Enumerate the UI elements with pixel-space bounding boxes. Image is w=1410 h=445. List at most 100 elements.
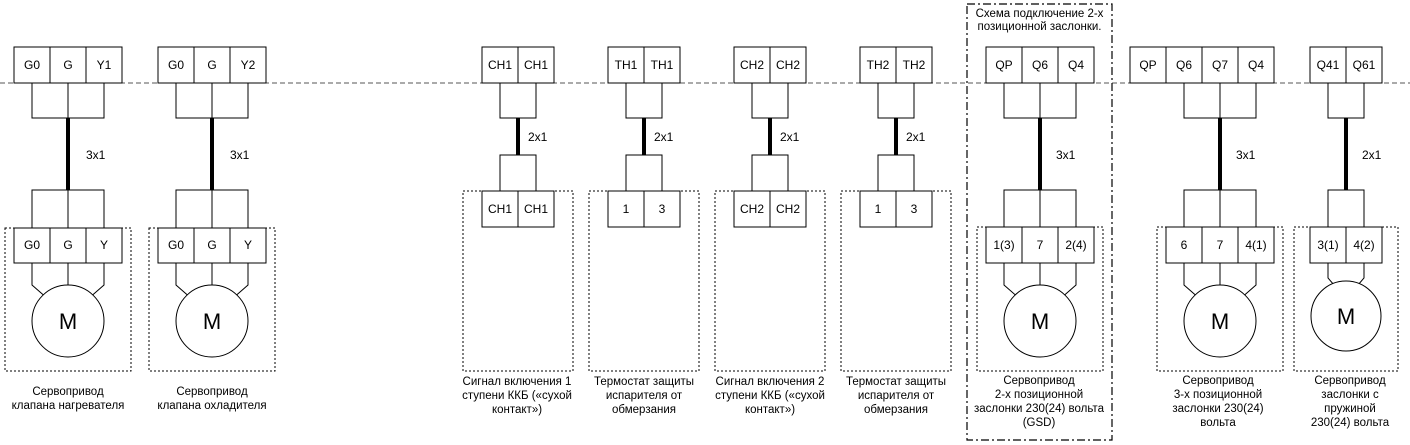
d2-motor	[1003, 284, 1077, 358]
d3-motor	[1183, 284, 1257, 358]
ckb1-bottom-terminal-2: CH1	[524, 202, 548, 216]
d3-top-terminal-2: Q6	[1176, 58, 1192, 72]
ds-top-terminal-2: Q61	[1353, 58, 1376, 72]
ckb2-cable-label: 2x1	[780, 130, 800, 144]
damper-2pos-block: QP Q6 Q4 3x1 1(3) 7 2(4) M Сервопривод 2…	[974, 46, 1105, 429]
d3-motor-label: M	[1211, 309, 1229, 334]
heater-bottom-terminal-2: G	[63, 238, 72, 252]
damper-3pos-block: QP Q6 Q7 Q4 3x1 6 7 4(1) M Сервопривод 3…	[1129, 46, 1284, 429]
th1-top-terminal-2: TH1	[651, 58, 674, 72]
thermostat-2-block: TH2 TH2 2x1 1 3 Термостат защиты испарит…	[840, 46, 952, 416]
d3-actuator-frame	[1156, 226, 1284, 372]
heater-top-terminal-2: G	[63, 58, 72, 72]
cooler-actuator-frame	[148, 227, 276, 372]
d3-top-terminal-1: QP	[1139, 58, 1156, 72]
heater-top-terminal-1: G0	[24, 58, 40, 72]
ds-cable-label: 2x1	[1362, 148, 1382, 162]
ckb1-device-frame	[462, 190, 574, 372]
d3-caption-4: вольта	[1200, 417, 1236, 429]
d2-bottom-terminal-3: 2(4)	[1065, 238, 1086, 252]
ds-bottom-terminal-1: 3(1)	[1317, 238, 1338, 252]
d2-top-terminal-3: Q4	[1068, 58, 1084, 72]
ckb1-caption-1: Сигнал включения 1	[463, 376, 572, 388]
ckb2-top-terminal-1: CH2	[740, 58, 764, 72]
ds-caption-1: Сервопривод	[1314, 375, 1386, 387]
ds-caption-3: пружиной	[1324, 403, 1376, 415]
cooler-caption-1: Сервопривод	[176, 386, 248, 398]
th1-device-frame	[588, 190, 700, 372]
d3-bottom-terminal-2: 7	[1217, 238, 1224, 252]
d3-caption-2: 3-х позиционной	[1174, 389, 1262, 401]
cooler-bottom-terminal-1: G0	[168, 238, 184, 252]
ckb2-caption-2: ступени ККБ («сухой	[715, 390, 825, 402]
th1-top-terminal-1: TH1	[615, 58, 638, 72]
d3-bottom-terminal-3: 4(1)	[1245, 238, 1266, 252]
th2-device-frame	[840, 190, 952, 372]
cooler-bottom-terminal-2: G	[207, 238, 216, 252]
th2-bottom-terminal-2: 3	[911, 202, 918, 216]
cooler-motor	[175, 284, 249, 358]
th1-caption-2: испарителя от	[606, 390, 683, 402]
d2-top-terminal-1: QP	[995, 58, 1012, 72]
ds-bottom-terminal-2: 4(2)	[1353, 238, 1374, 252]
th1-caption-1: Термостат защиты	[594, 376, 694, 388]
d3-bottom-terminal-1: 6	[1181, 238, 1188, 252]
th1-bottom-terminal-2: 3	[659, 202, 666, 216]
ckb2-bottom-terminal-2: CH2	[776, 202, 800, 216]
d2-motor-label: M	[1031, 309, 1049, 334]
d2-bottom-terminal-2: 7	[1037, 238, 1044, 252]
cooler-caption-2: клапана охладителя	[157, 400, 266, 412]
d2-caption-2: 2-х позиционной	[995, 389, 1083, 401]
ckb2-caption-3: контакт»)	[745, 404, 795, 416]
th1-bottom-terminal-1: 1	[623, 202, 630, 216]
ckb1-top-terminal-2: CH1	[524, 58, 548, 72]
d3-caption-3: заслонки 230(24)	[1172, 403, 1263, 415]
damper-2pos-note-line-1: Схема подключение 2-х	[976, 8, 1104, 20]
ckb2-bottom-terminal-1: CH2	[740, 202, 764, 216]
heater-bottom-terminal-3: Y	[100, 238, 108, 252]
ckb1-bottom-terminal-1: CH1	[488, 202, 512, 216]
damper-spring-block: Q41 Q61 2x1 3(1) 4(2) M Сервопривод засл…	[1293, 46, 1399, 429]
d2-top-terminal-2: Q6	[1032, 58, 1048, 72]
d3-cable-label: 3x1	[1236, 148, 1256, 162]
heater-cable-label: 3x1	[86, 148, 106, 162]
cooler-motor-label: M	[203, 309, 221, 334]
d2-actuator-frame	[976, 226, 1104, 372]
cooler-top-terminal-1: G0	[168, 58, 184, 72]
d2-cable-label: 3x1	[1056, 148, 1076, 162]
cooler-top-terminal-3: Y2	[241, 58, 256, 72]
ckb-stage2-block: CH2 CH2 2x1 CH2 CH2 Сигнал включения 2 с…	[714, 46, 826, 416]
d2-bottom-terminal-1: 1(3)	[993, 238, 1014, 252]
d2-caption-1: Сервопривод	[1003, 375, 1075, 387]
heater-bottom-terminal-1: G0	[24, 238, 40, 252]
th2-top-terminal-1: TH2	[867, 58, 890, 72]
heater-motor	[31, 284, 105, 358]
d2-caption-3: заслонки 230(24) вольта	[974, 403, 1105, 415]
cooler-top-terminal-2: G	[207, 58, 216, 72]
ckb1-cable-label: 2x1	[528, 130, 548, 144]
ds-caption-2: заслонки с	[1321, 389, 1379, 401]
cooler-valve-block: G0 G Y2 3x1 G0 G Y M Сервопривод клапана…	[148, 46, 276, 412]
d3-caption-1: Сервопривод	[1182, 375, 1254, 387]
th2-bottom-terminal-1: 1	[875, 202, 882, 216]
cooler-bottom-terminal-3: Y	[244, 238, 252, 252]
ds-motor-label: M	[1337, 304, 1355, 329]
th2-caption-3: обмерзания	[864, 404, 928, 416]
ckb1-caption-3: контакт»)	[492, 404, 542, 416]
damper-2pos-frame	[966, 3, 1113, 441]
heater-caption-1: Сервопривод	[32, 386, 104, 398]
heater-actuator-frame	[4, 227, 132, 372]
ckb2-top-terminal-2: CH2	[776, 58, 800, 72]
thermostat-1-block: TH1 TH1 2x1 1 3 Термостат защиты испарит…	[588, 46, 700, 416]
ckb2-device-frame	[714, 190, 826, 372]
ckb2-caption-1: Сигнал включения 2	[716, 376, 825, 388]
d3-top-terminal-4: Q4	[1248, 58, 1264, 72]
ckb1-caption-2: ступени ККБ («сухой	[462, 390, 572, 402]
d2-caption-4: (GSD)	[1023, 417, 1056, 429]
th1-cable-label: 2x1	[654, 130, 674, 144]
th2-top-terminal-2: TH2	[903, 58, 926, 72]
cooler-cable-label: 3x1	[230, 148, 250, 162]
d3-top-terminal-3: Q7	[1212, 58, 1228, 72]
heater-motor-label: M	[59, 309, 77, 334]
